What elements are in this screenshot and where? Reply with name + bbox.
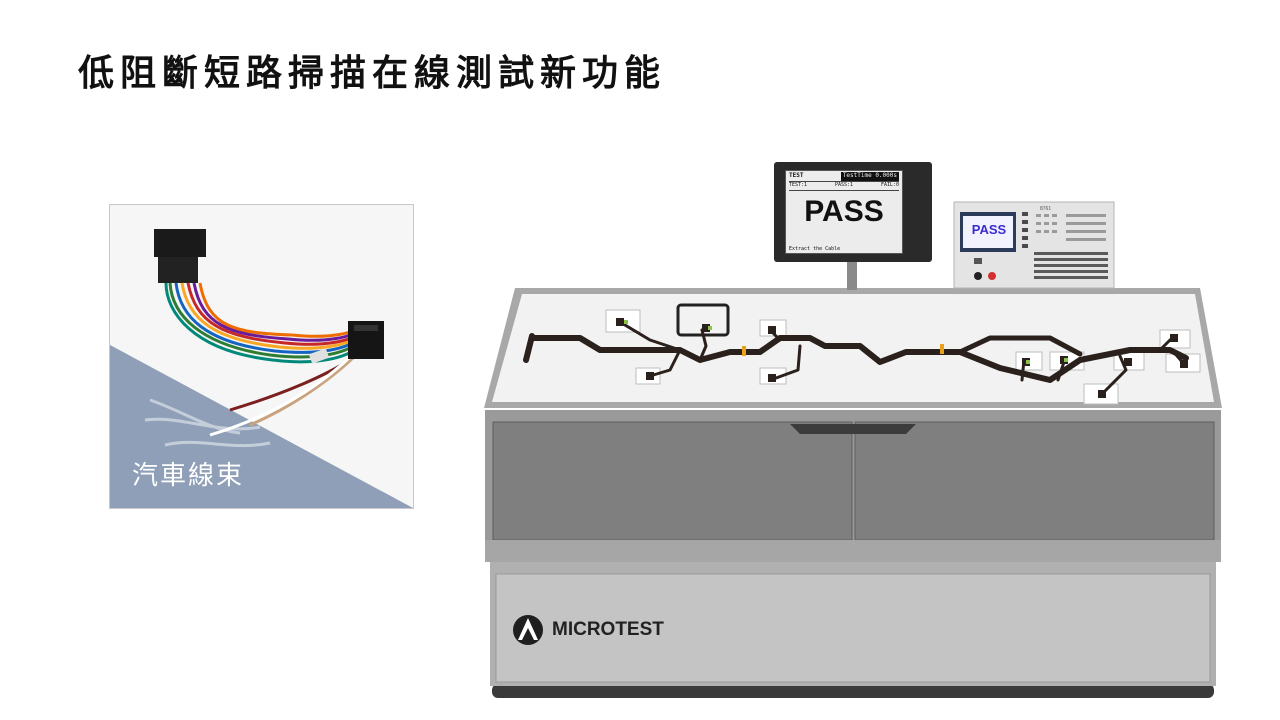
card-label: 汽車線束 — [132, 461, 245, 491]
wire-harness-illustration — [110, 229, 413, 508]
monitor-footer: Extract the Cable — [789, 246, 841, 252]
monitor-pass-count: PASS:1 — [834, 182, 854, 188]
monitor-header: TEST TestTime 0.000s — [789, 172, 899, 182]
instrument-keypad — [1022, 212, 1028, 248]
monitor-result: PASS — [804, 195, 884, 228]
floor-shadow — [492, 684, 1214, 698]
instrument-knob-red — [988, 272, 996, 280]
drawer-handle — [790, 424, 916, 434]
product-card: 汽車線束 — [109, 204, 414, 509]
instrument-model: 8761 — [1040, 206, 1052, 212]
monitor-count-row: TEST:1 PASS:1 FAIL:0 — [789, 182, 899, 191]
brand: MICROTEST — [546, 619, 664, 641]
brand-name: MICROTEST — [552, 619, 664, 640]
connector-right — [348, 321, 384, 359]
drawer-right — [854, 421, 1215, 541]
monitor-header-right: TestTime 0.000s — [840, 172, 899, 181]
instrument-knob-black — [974, 272, 982, 280]
card-triangle — [110, 345, 413, 508]
monitor-test-count: TEST:1 — [789, 182, 808, 188]
monitor-fail-count: FAIL:0 — [880, 182, 899, 188]
instrument-result: PASS — [971, 222, 1007, 237]
page-title: 低阻斷短路掃描在線測試新功能 — [78, 53, 667, 94]
connector-left — [154, 229, 206, 283]
harness-markers — [742, 344, 944, 356]
monitor-screen: TEST TestTime 0.000s TEST:1 PASS:1 FAIL:… — [785, 170, 903, 254]
microtest-logo-icon — [513, 615, 543, 645]
wire-harness — [523, 320, 1189, 394]
drawer-left — [492, 421, 853, 541]
monitor-header-left: TEST — [789, 172, 804, 179]
monitor-stand — [847, 258, 857, 290]
